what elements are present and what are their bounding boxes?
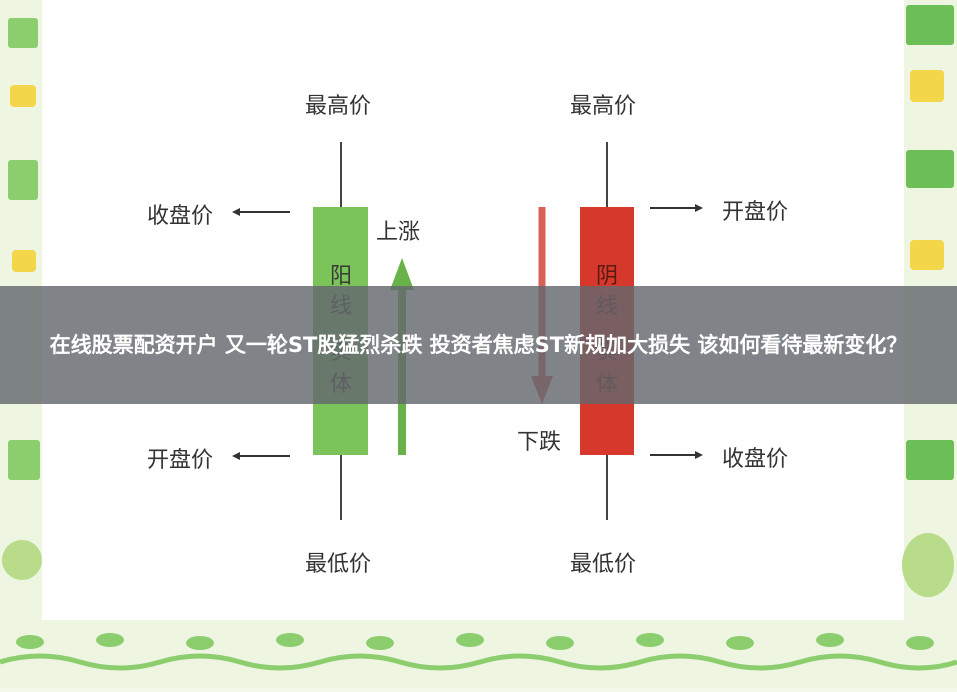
down-label: 下跌 bbox=[517, 430, 562, 455]
banner-title[interactable]: 在线股票配资开户 又一轮ST股猛烈杀跌 投资者焦虑ST新规加大损失 该如何看待最… bbox=[49, 333, 908, 357]
bottom-sprout-border bbox=[0, 620, 957, 688]
up-arrow-head bbox=[390, 258, 414, 290]
left-close-label: 收盘价 bbox=[147, 204, 214, 229]
left-open-label: 开盘价 bbox=[147, 448, 214, 473]
title-banner[interactable]: 在线股票配资开户 又一轮ST股猛烈杀跌 投资者焦虑ST新规加大损失 该如何看待最… bbox=[0, 286, 957, 404]
left-body-char-1: 阳 bbox=[329, 264, 352, 289]
up-label: 上涨 bbox=[376, 220, 421, 245]
right-body-char-1: 阴 bbox=[595, 264, 618, 289]
left-low-label: 最低价 bbox=[305, 552, 372, 577]
left-high-label: 最高价 bbox=[305, 94, 372, 119]
right-low-label: 最低价 bbox=[570, 552, 637, 577]
right-close-label: 收盘价 bbox=[722, 447, 789, 472]
right-open-label: 开盘价 bbox=[722, 200, 789, 225]
right-high-label: 最高价 bbox=[570, 94, 637, 119]
